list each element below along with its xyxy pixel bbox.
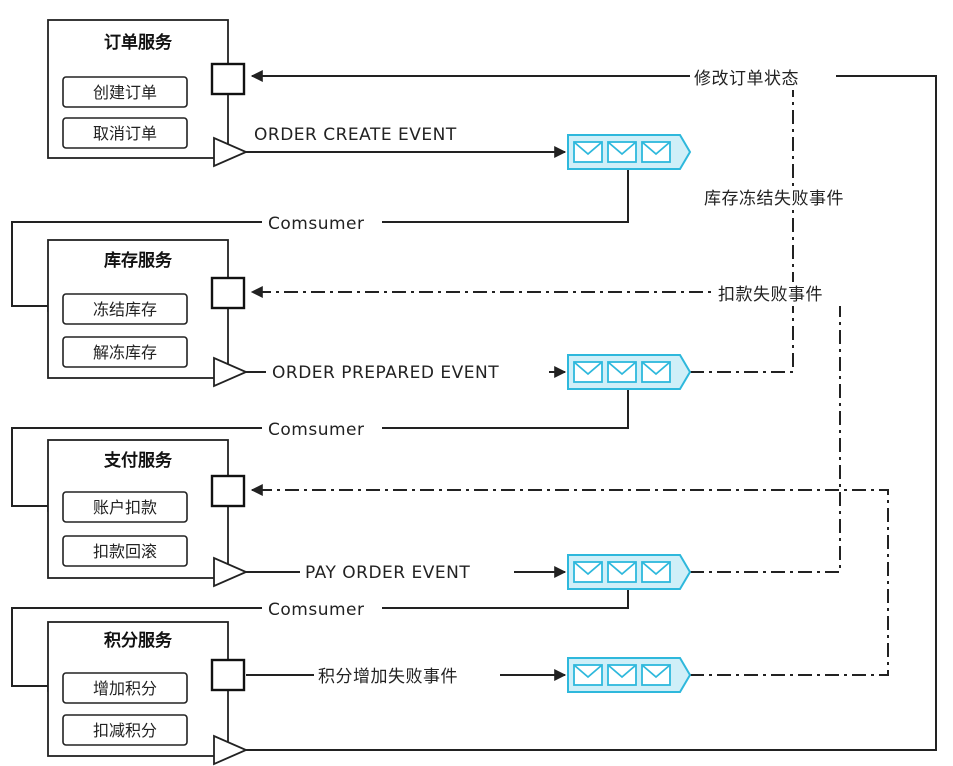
- inventory-output-port[interactable]: [213, 356, 249, 388]
- edge-consumer-inventory: [11, 170, 629, 312]
- order-input-port[interactable]: [210, 62, 246, 96]
- add-points-label: 增加积分: [93, 679, 157, 698]
- freeze-inventory-label: 冻结库存: [93, 300, 157, 319]
- service-title-payment: 支付服务: [104, 450, 173, 471]
- deduct-rollback-button[interactable]: [62, 535, 188, 567]
- create-order-label: 创建订单: [93, 83, 157, 102]
- consumer-label-3: Comsumer: [268, 600, 364, 620]
- edge-consumer-payment: [11, 390, 629, 512]
- payment-output-port[interactable]: [213, 556, 249, 588]
- edge-consumer-points: [11, 590, 629, 692]
- freeze-inventory-button[interactable]: [62, 293, 188, 325]
- unfreeze-inventory-label: 解冻库存: [93, 343, 157, 362]
- message-queue-points-failed: [567, 657, 692, 693]
- message-queue-order-create: [567, 134, 692, 170]
- consumer-label-2: Comsumer: [268, 420, 364, 440]
- event-label-points-add-failed: 积分增加失败事件: [318, 667, 458, 687]
- service-title-points: 积分服务: [104, 630, 173, 651]
- order-output-port[interactable]: [213, 136, 249, 168]
- message-queue-order-prepared: [567, 354, 692, 390]
- account-deduct-label: 账户扣款: [93, 498, 157, 517]
- order-service: 订单服务 创建订单 取消订单: [47, 19, 249, 168]
- service-title-inventory: 库存服务: [104, 250, 173, 271]
- account-deduct-button[interactable]: [62, 491, 188, 523]
- consumer-label-1: Comsumer: [268, 214, 364, 234]
- points-complete-port[interactable]: [213, 734, 249, 766]
- edge-inventory-freeze-failed: [690, 82, 794, 373]
- add-points-button[interactable]: [62, 672, 188, 704]
- unfreeze-inventory-button[interactable]: [62, 336, 188, 368]
- points-service: 积分服务 增加积分 扣减积分: [47, 621, 249, 766]
- comp-label-modify-order-status: 修改订单状态: [694, 69, 799, 89]
- payment-service: 支付服务 账户扣款 扣款回滚: [47, 439, 249, 588]
- payment-input-port[interactable]: [210, 474, 246, 508]
- service-title-order: 订单服务: [104, 32, 173, 53]
- points-output-port[interactable]: [210, 658, 246, 692]
- deduct-points-label: 扣减积分: [93, 721, 157, 740]
- edge-deduct-failed: [250, 286, 841, 573]
- edge-points-add-failed: [250, 484, 889, 676]
- deduct-points-button[interactable]: [62, 714, 188, 746]
- cancel-order-label: 取消订单: [93, 124, 157, 143]
- inventory-input-port[interactable]: [210, 276, 246, 310]
- comp-label-deduct-failed: 扣款失败事件: [718, 285, 823, 305]
- message-queue-pay-order: [567, 554, 692, 590]
- event-label-order-prepared: ORDER PREPARED EVENT: [272, 363, 499, 383]
- event-label-pay-order: PAY ORDER EVENT: [305, 563, 470, 583]
- inventory-service: 库存服务 冻结库存 解冻库存: [47, 239, 249, 388]
- edge-modify-order-status: [246, 70, 937, 751]
- create-order-button[interactable]: [62, 76, 188, 108]
- deduct-rollback-label: 扣款回滚: [93, 542, 157, 561]
- cancel-order-button[interactable]: [62, 117, 188, 149]
- event-label-order-create: ORDER CREATE EVENT: [254, 125, 457, 145]
- comp-label-inventory-freeze-failed: 库存冻结失败事件: [704, 189, 844, 209]
